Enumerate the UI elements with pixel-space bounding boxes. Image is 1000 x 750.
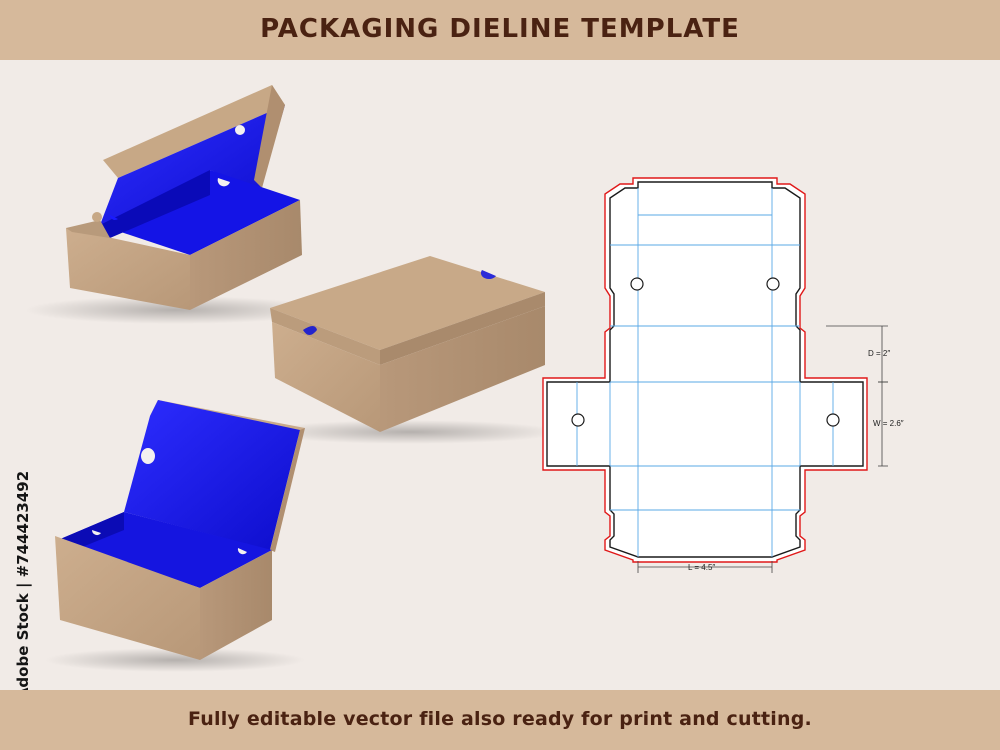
dimension-depth: D = 2″ [826, 325, 890, 383]
length-label: L = 4.5″ [688, 563, 715, 572]
footer-banner: Fully editable vector file also ready fo… [0, 690, 1000, 750]
finger-hole [571, 413, 585, 427]
footer-caption: Fully editable vector file also ready fo… [188, 708, 812, 730]
cut-outline [546, 181, 864, 558]
stock-id-vertical: Adobe Stock | #744423492 [6, 471, 40, 699]
header-banner: PACKAGING DIELINE TEMPLATE [0, 0, 1000, 60]
dimension-width: W = 2.6″ [873, 381, 904, 467]
box-open-bottom-left [45, 400, 305, 672]
finger-hole [766, 277, 780, 291]
finger-hole [630, 277, 644, 291]
finger-hole [826, 413, 840, 427]
width-label: W = 2.6″ [873, 419, 904, 428]
box-closed-center [260, 256, 560, 444]
artwork-canvas: D = 2″ W = 2.6″ L = 4.5″ [25, 85, 904, 672]
dimension-length: L = 4.5″ [637, 561, 773, 573]
dieline [542, 177, 868, 563]
stock-id-text: Adobe Stock | #744423492 [14, 470, 33, 700]
depth-label: D = 2″ [868, 349, 890, 358]
box-open-top-left [25, 85, 325, 324]
page-title: PACKAGING DIELINE TEMPLATE [260, 14, 740, 44]
